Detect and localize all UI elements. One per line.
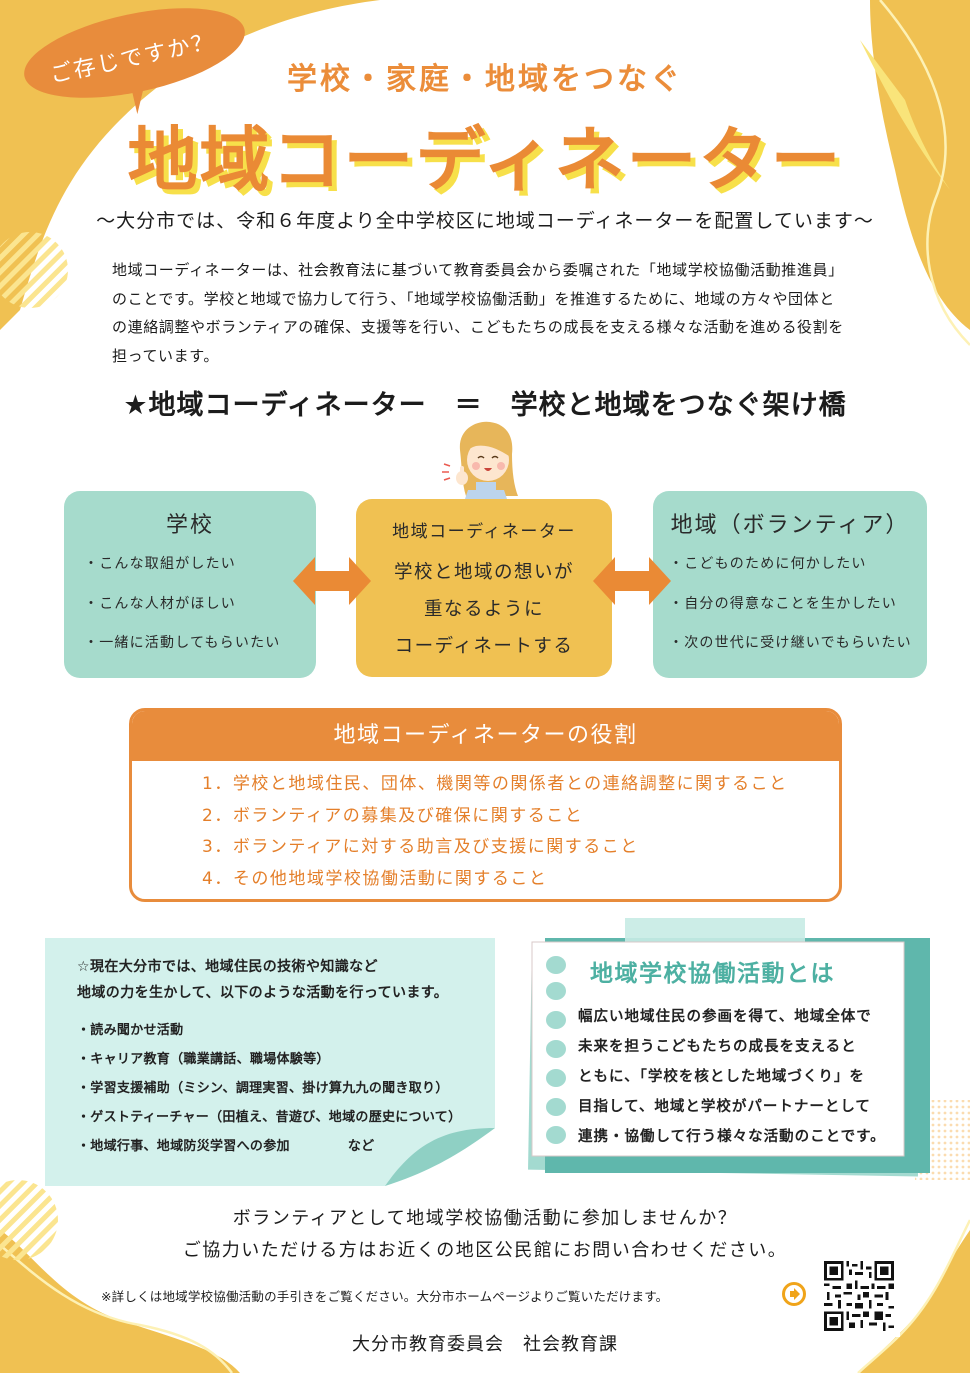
kyodo-line: 目指して、地域と学校がパートナーとして bbox=[578, 1099, 871, 1115]
page-title: 地域コーディネーター bbox=[127, 119, 843, 201]
school-needs-list: ・こんな取組がしたい ・こんな人材がほしい ・一緒に活動してもらいたい bbox=[64, 553, 316, 672]
double-arrow-icon bbox=[293, 557, 371, 605]
kyodo-activity-card: 地域学校協働活動とは 幅広い地域住民の参画を得て、地域全体で 未来を担うこどもた… bbox=[520, 918, 940, 1188]
etc-label: など bbox=[347, 1139, 375, 1154]
list-item: ・学習支援補助（ミシン、調理実習、掛け算九九の聞き取り） bbox=[77, 1081, 449, 1096]
intro-line: のことです。学校と地域で協力して行う、「地域学校協働活動」を推進するために、地域… bbox=[112, 289, 835, 308]
activities-content: ☆現在大分市では、地域住民の技術や知識など 地域の力を生かして、以下のような活動… bbox=[77, 954, 497, 1161]
community-wishes-list: ・こどものために何かしたい ・自分の得意なことを生かしたい ・次の世代に受け継い… bbox=[653, 553, 927, 672]
activities-intro-line: 地域の力を生かして、以下のような活動を行っています。 bbox=[77, 985, 449, 1001]
community-box-title: 地域（ボランティア） bbox=[670, 513, 910, 538]
qr-code[interactable] bbox=[818, 1255, 900, 1337]
kyodo-line: ともに、「学校を核とした地域づくり」を bbox=[578, 1069, 865, 1085]
ring-hole-icon bbox=[546, 1040, 566, 1058]
organization-name: 大分市教育委員会 社会教育課 bbox=[352, 1334, 618, 1355]
coordinator-box-title: 地域コーディネーター bbox=[392, 522, 576, 542]
kyodo-title: 地域学校協働活動とは bbox=[590, 961, 835, 987]
role-item: 1．学校と地域住民、団体、機関等の関係者との連絡調整に関すること bbox=[202, 774, 788, 794]
coordinator-woman-illustration bbox=[442, 421, 518, 502]
call-to-action: ボランティアとして地域学校協働活動に参加しませんか？ ご協力いただける方はお近く… bbox=[0, 1203, 970, 1267]
arrow-right-circle-icon[interactable] bbox=[782, 1282, 806, 1306]
roles-box: 地域コーディネーターの役割 1．学校と地域住民、団体、機関等の関係者との連絡調整… bbox=[129, 708, 842, 902]
list-item: ・一緒に活動してもらいたい bbox=[84, 635, 281, 651]
ring-hole-icon bbox=[546, 1011, 566, 1029]
cta-line: ボランティアとして地域学校協働活動に参加しませんか？ bbox=[232, 1208, 738, 1229]
roles-list: 1．学校と地域住民、団体、機関等の関係者との連絡調整に関すること 2．ボランティ… bbox=[132, 761, 839, 895]
ring-hole-icon bbox=[546, 1069, 566, 1087]
list-item: ・地域行事、地域防災学習への参加 など bbox=[77, 1132, 497, 1161]
intro-line: 地域コーディネーターは、社会教育法に基づいて教育委員会から委嘱された「地域学校協… bbox=[112, 261, 844, 279]
list-item: ・ゲストティーチャー（田植え、昔遊び、地域の歴史について） bbox=[77, 1110, 462, 1125]
community-box: 地域（ボランティア） ・こどものために何かしたい ・自分の得意なことを生かしたい… bbox=[653, 491, 927, 678]
role-item: 3．ボランティアに対する助言及び支援に関すること bbox=[202, 837, 639, 857]
list-item: ・こんな取組がしたい bbox=[84, 556, 236, 572]
list-item: ・次の世代に受け継いでもらいたい bbox=[669, 635, 912, 651]
kyodo-description: 幅広い地域住民の参画を得て、地域全体で 未来を担うこどもたちの成長を支えると と… bbox=[578, 1002, 898, 1152]
school-box: 学校 ・こんな取組がしたい ・こんな人材がほしい ・一緒に活動してもらいたい bbox=[64, 491, 316, 678]
tagline: ～大分市では、令和６年度より全中学校区に地域コーディネーターを配置しています～ bbox=[96, 210, 874, 232]
curled-paper-shape bbox=[45, 938, 495, 1186]
notebook-card-shape bbox=[528, 918, 930, 1177]
intro-line: の連絡調整やボランティアの確保、支援等を行い、こどもたちの成長を支える様々な活動… bbox=[112, 318, 844, 336]
role-item: 4．その他地域学校協働活動に関すること bbox=[202, 868, 548, 889]
double-arrow-icon bbox=[593, 557, 671, 605]
intro-line: 担っています。 bbox=[112, 346, 219, 365]
activities-intro-line: ☆現在大分市では、地域住民の技術や知識など bbox=[77, 959, 378, 975]
coordinator-description: 学校と地域の想いが 重なるように コーディネートする bbox=[356, 554, 612, 665]
list-item: ・自分の得意なことを生かしたい bbox=[669, 595, 897, 612]
activities-intro: ☆現在大分市では、地域住民の技術や知識など 地域の力を生かして、以下のような活動… bbox=[77, 954, 497, 1006]
kyodo-line: 未来を担うこどもたちの成長を支えると bbox=[578, 1039, 857, 1055]
list-item: ・こどものために何かしたい bbox=[669, 556, 867, 572]
ring-hole-icon bbox=[546, 982, 566, 1000]
kyodo-line: 連携・協働して行う様々な活動のことです。 bbox=[578, 1129, 886, 1145]
activities-list: ・読み聞かせ活動 ・キャリア教育（職業講話、職場体験等） ・学習支援補助（ミシン… bbox=[77, 1016, 497, 1161]
role-item: 2．ボランティアの募集及び確保に関すること bbox=[202, 805, 584, 826]
intro-paragraph: 地域コーディネーターは、社会教育法に基づいて教育委員会から委嘱された「地域学校協… bbox=[112, 256, 912, 370]
bridge-heading: ★地域コーディネーター ＝ 学校と地域をつなぐ架け橋 bbox=[123, 390, 847, 421]
cta-line: ご協力いただける方はお近くの地区公民館にお問い合わせください。 bbox=[182, 1240, 788, 1261]
ring-hole-icon bbox=[546, 956, 566, 974]
roles-title: 地域コーディネーターの役割 bbox=[132, 711, 839, 761]
list-item: ・読み聞かせ活動 bbox=[77, 1023, 184, 1038]
activity-text: ・地域行事、地域防災学習への参加 bbox=[77, 1139, 290, 1154]
activities-note: ☆現在大分市では、地域住民の技術や知識など 地域の力を生かして、以下のような活動… bbox=[45, 938, 495, 1186]
ring-hole-icon bbox=[546, 1098, 566, 1116]
ring-hole-icon bbox=[546, 1126, 566, 1144]
coordinator-line: コーディネートする bbox=[394, 636, 574, 657]
subtitle: 学校・家庭・地域をつなぐ bbox=[287, 62, 683, 97]
coordinator-line: 重なるように bbox=[423, 599, 544, 620]
coordinator-line: 学校と地域の想いが bbox=[393, 562, 574, 583]
school-box-title: 学校 bbox=[165, 513, 214, 538]
coordinator-box: 地域コーディネーター 学校と地域の想いが 重なるように コーディネートする bbox=[356, 499, 612, 677]
reference-note: ※詳しくは地域学校協働活動の手引きをご覧ください。大分市ホームページよりご覧いた… bbox=[101, 1289, 669, 1304]
list-item: ・こんな人材がほしい bbox=[84, 595, 236, 612]
list-item: ・キャリア教育（職業講話、職場体験等） bbox=[77, 1052, 330, 1067]
kyodo-line: 幅広い地域住民の参画を得て、地域全体で bbox=[578, 1009, 872, 1025]
